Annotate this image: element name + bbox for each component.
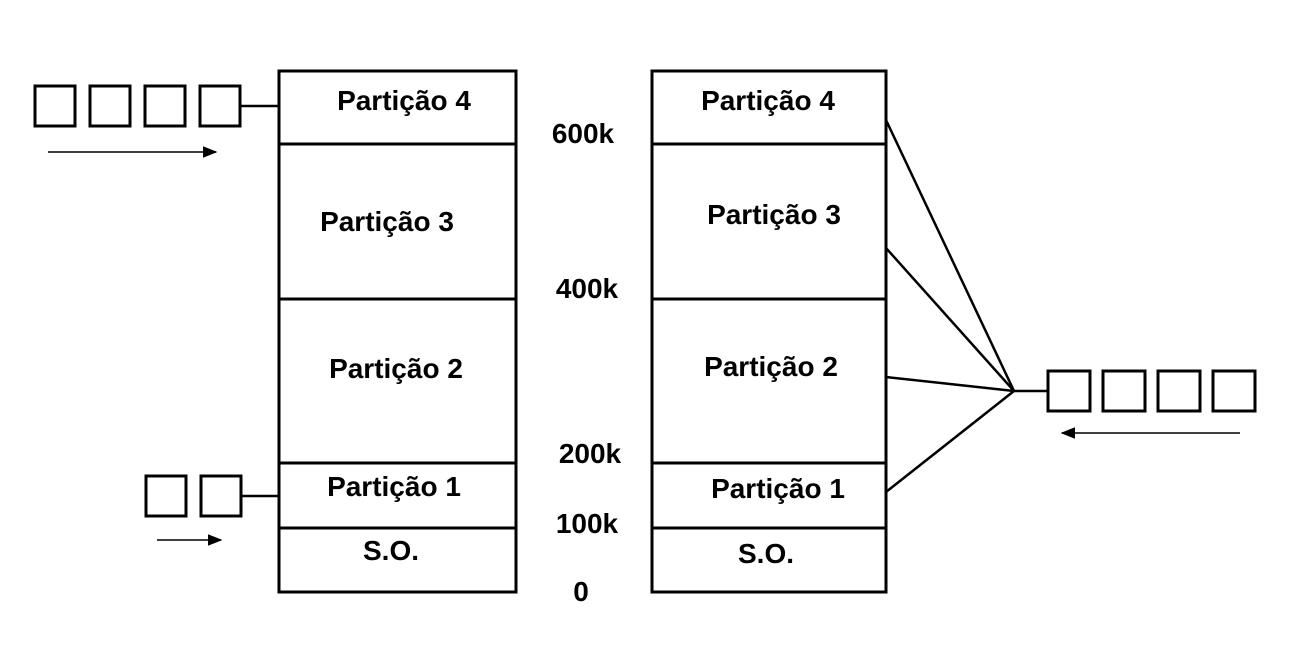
left-top-queue-box-4 (198, 84, 242, 128)
right-memory-outline (650, 69, 888, 594)
left-bottom-queue (144, 474, 243, 518)
right-queue (1046, 369, 1257, 413)
left-memory-block: Partição 4 Partição 3 Partição 2 Partiçã… (277, 69, 518, 594)
left-partition-3-label: Partição 3 (320, 206, 454, 237)
right-queue-box-3 (1156, 369, 1202, 413)
left-partition-4-label: Partição 4 (337, 85, 471, 116)
left-partition-2-label: Partição 2 (329, 353, 463, 384)
left-top-queue-box-2 (88, 84, 132, 128)
right-partition-4-label: Partição 4 (701, 85, 835, 116)
address-400k: 400k (556, 273, 619, 304)
fan-line-partition-2 (885, 375, 1015, 393)
left-bottom-queue-box-2 (199, 474, 243, 518)
address-labels: 600k 400k 200k 100k 0 (552, 118, 622, 607)
right-queue-box-1 (1046, 369, 1092, 413)
address-100k: 100k (556, 508, 619, 539)
fan-line-partition-3 (885, 247, 1015, 392)
right-os-label: S.O. (738, 538, 794, 569)
left-partition-1-label: Partição 1 (327, 471, 461, 502)
address-600k: 600k (552, 118, 615, 149)
left-bottom-queue-box-1 (144, 474, 188, 518)
right-memory-block: Partição 4 Partição 3 Partição 2 Partiçã… (650, 69, 888, 594)
left-top-queue-box-3 (143, 84, 187, 128)
address-200k: 200k (559, 438, 622, 469)
right-queue-box-2 (1101, 369, 1147, 413)
left-top-queue-box-1 (33, 84, 77, 128)
left-top-queue (33, 84, 242, 128)
right-partition-1-label: Partição 1 (711, 473, 845, 504)
fan-line-partition-1 (885, 390, 1015, 493)
right-partition-2-label: Partição 2 (704, 351, 838, 382)
left-os-label: S.O. (363, 535, 419, 566)
fan-line-partition-4 (884, 119, 1016, 392)
right-partition-3-label: Partição 3 (707, 199, 841, 230)
address-0: 0 (573, 576, 589, 607)
right-queue-box-4 (1211, 369, 1257, 413)
left-memory-outline (277, 69, 518, 594)
